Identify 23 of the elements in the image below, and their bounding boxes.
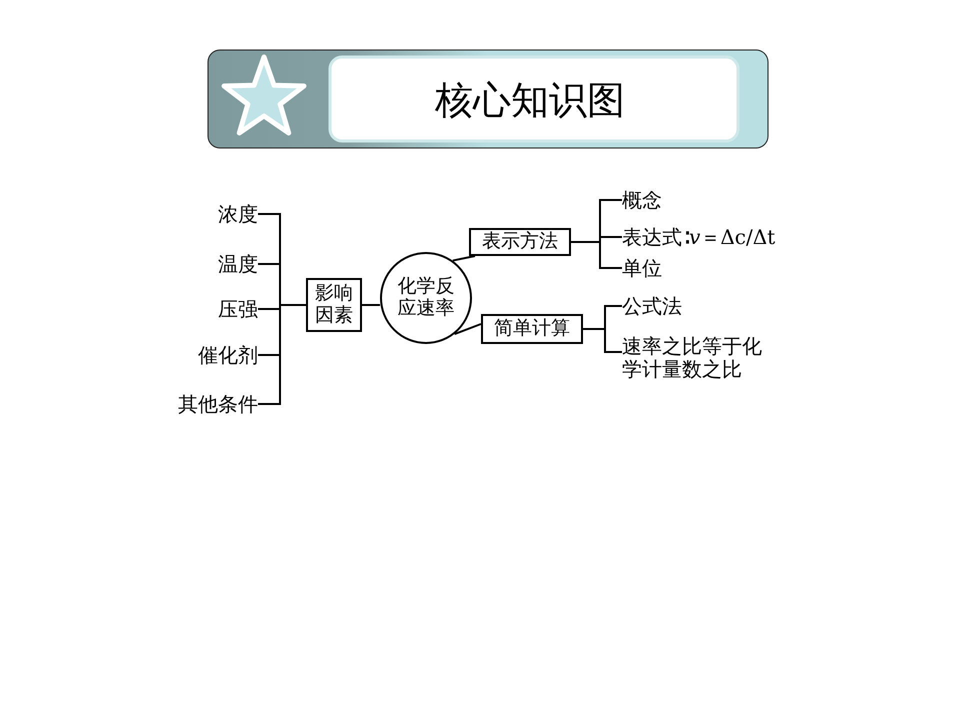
topic-label: 表示方法: [482, 231, 558, 253]
connector-line: [583, 328, 622, 353]
branch-text: 其他条件: [178, 392, 258, 416]
connector-line: [362, 304, 380, 306]
branch-text: 压强: [218, 298, 258, 320]
connector-line: [454, 323, 482, 335]
branch-text: 催化剂: [198, 344, 258, 366]
branch-text: 表达式∶v＝Δc/Δt: [622, 226, 776, 248]
topic-label: 影响因素: [314, 283, 354, 327]
topic-box: [481, 314, 583, 344]
branch-text: 概念: [622, 188, 662, 212]
connector-line: [452, 255, 476, 262]
banner-title: 核心知识图: [434, 77, 626, 124]
branch-text: 温度: [218, 252, 258, 276]
topic-label: 化学反应速率: [396, 276, 456, 320]
topic-label: 简单计算: [494, 318, 570, 340]
branch-text: 公式法: [622, 294, 682, 318]
branch-text: 单位: [622, 256, 662, 280]
connector-line: [571, 241, 622, 269]
topic-box: [306, 278, 362, 332]
branch-text: 速率之比等于化学计量数之比: [622, 335, 763, 381]
topic-box: [469, 228, 571, 256]
branch-text: 浓度: [218, 202, 258, 226]
